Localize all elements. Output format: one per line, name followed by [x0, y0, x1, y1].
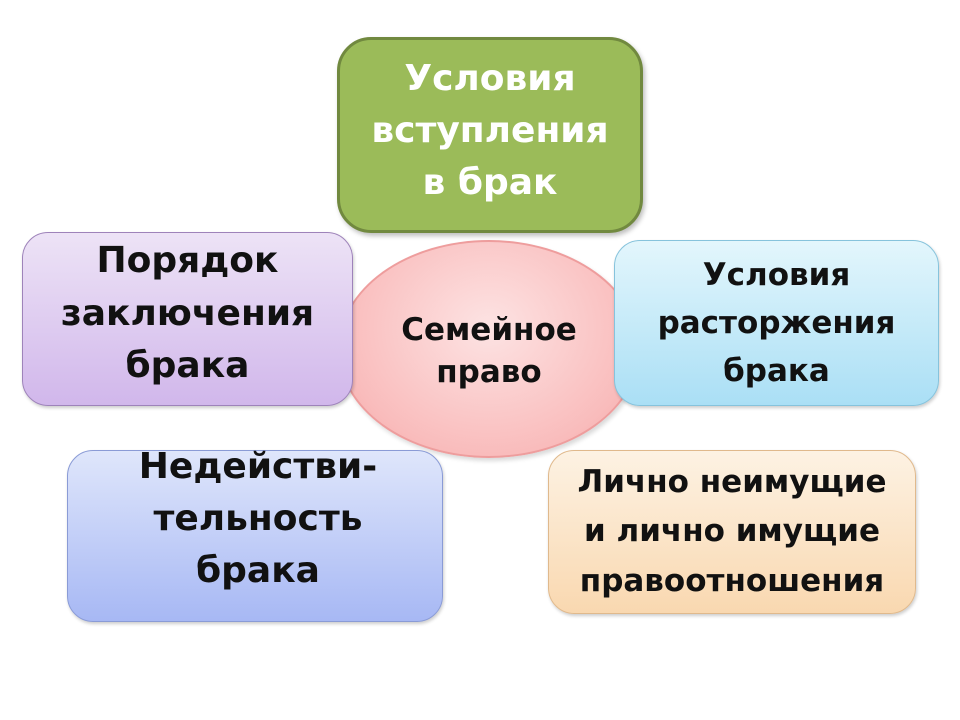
- node-legal-relations-label: Лично неимущие и лично имущие правоотнош…: [577, 463, 887, 599]
- center-node-family-law: Семейное право: [338, 240, 640, 458]
- center-node-label: Семейное право: [401, 312, 577, 390]
- node-legal-relations: Лично неимущие и лично имущие правоотнош…: [548, 450, 916, 614]
- node-marriage-conditions: Условия вступления в брак: [337, 37, 643, 233]
- node-marriage-invalidity: Недействи- тельность брака: [67, 446, 443, 622]
- node-marriage-procedure-label: Порядок заключения брака: [60, 239, 315, 387]
- node-marriage-procedure: Порядок заключения брака: [22, 232, 353, 406]
- node-divorce-conditions: Условия расторжения брака: [614, 240, 939, 406]
- node-marriage-invalidity-label: Недействи- тельность брака: [138, 445, 378, 592]
- node-marriage-conditions-label: Условия вступления в брак: [371, 57, 609, 204]
- node-divorce-conditions-label: Условия расторжения брака: [657, 256, 896, 390]
